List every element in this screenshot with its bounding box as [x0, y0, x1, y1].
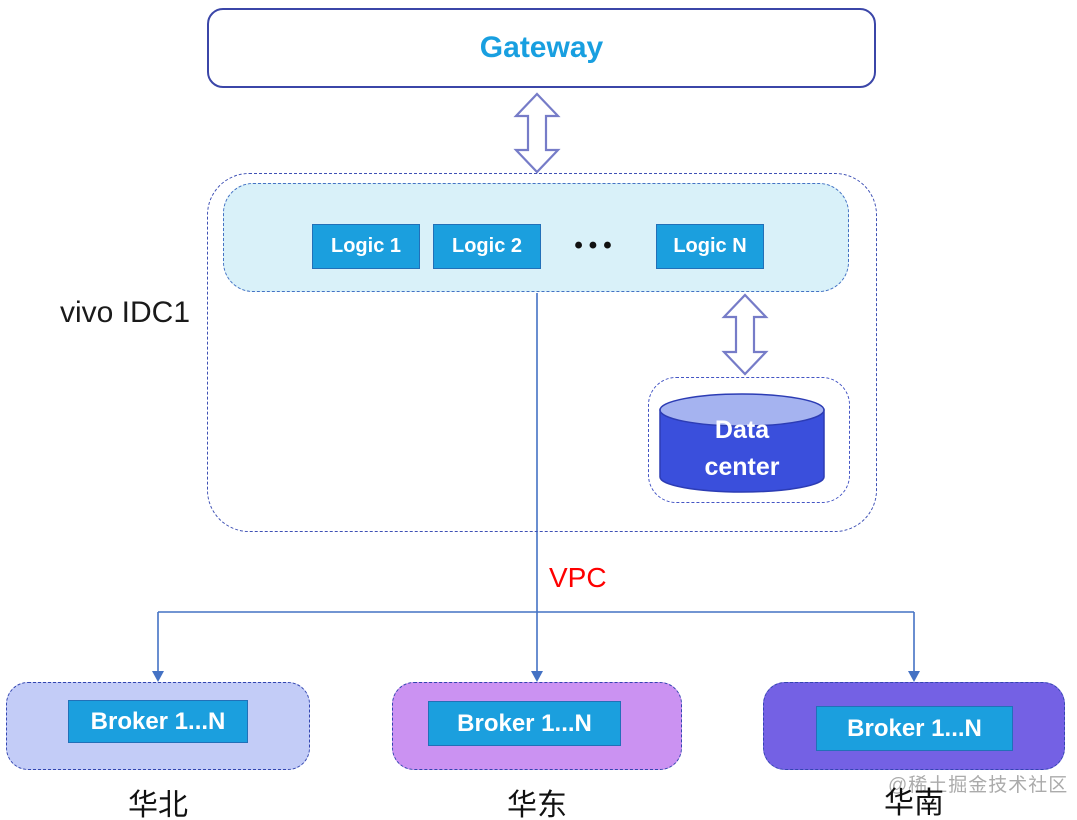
logic-node-n: Logic N	[656, 224, 764, 269]
data-center-label-line2: center	[704, 453, 780, 481]
down-arrowhead-icons	[152, 671, 920, 682]
region-label-north: 华北	[128, 789, 188, 820]
data-center-container	[648, 377, 850, 503]
gateway-node: Gateway	[207, 8, 876, 88]
data-center-label-line1: Data	[714, 416, 770, 444]
region-label-south: 华南	[884, 787, 944, 820]
broker-node-north: Broker 1...N	[68, 700, 248, 743]
ellipsis-dots: •••	[574, 232, 618, 259]
watermark: @稀土掘金技术社区	[888, 775, 1069, 796]
broker-node-east: Broker 1...N	[428, 701, 621, 746]
gateway-idc-double-arrow-icon	[513, 92, 561, 174]
vpc-label: VPC	[549, 562, 607, 593]
gateway-label: Gateway	[479, 31, 604, 64]
logic-node-1: Logic 1	[312, 224, 420, 269]
logic-node-2: Logic 2	[433, 224, 541, 269]
data-center-label: Data center	[660, 412, 824, 486]
idc-label: vivo IDC1	[60, 296, 191, 329]
broker-node-south: Broker 1...N	[816, 706, 1013, 751]
region-label-east: 华东	[507, 789, 567, 820]
